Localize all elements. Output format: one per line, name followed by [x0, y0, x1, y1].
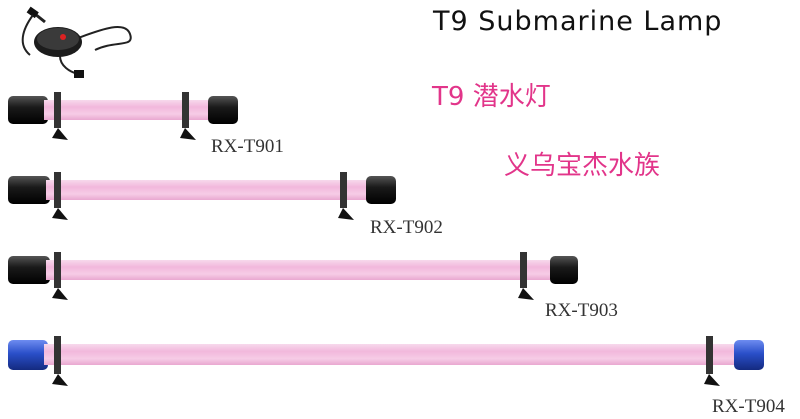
model-label-t902: RX-T902 — [370, 217, 443, 238]
page-title: T9 Submarine Lamp — [433, 6, 723, 37]
lamp-rx-t901 — [8, 92, 238, 140]
power-switch-icon — [21, 6, 132, 78]
model-label-t903: RX-T903 — [545, 300, 618, 321]
lamp-rx-t902 — [8, 172, 396, 220]
model-label-t901: RX-T901 — [211, 136, 284, 157]
model-label-t904: RX-T904 — [712, 396, 785, 417]
lamp-rx-t904 — [8, 336, 764, 386]
lamp-rx-t903 — [8, 252, 578, 300]
brand-name: 义乌宝杰水族 — [504, 151, 661, 181]
chinese-product-name: T9 潜水灯 — [432, 82, 551, 112]
